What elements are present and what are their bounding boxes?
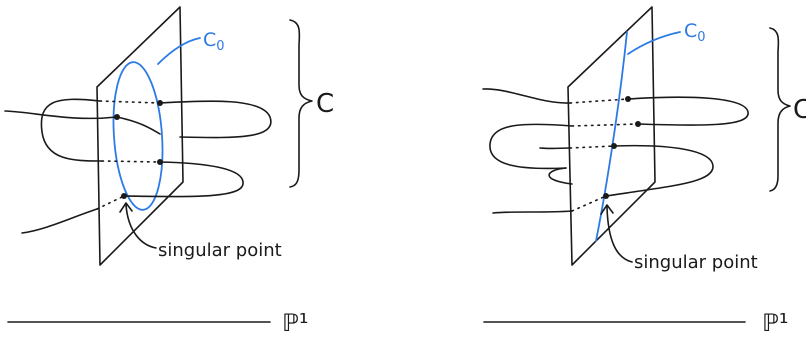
- right-strand-top-incoming: [482, 88, 571, 104]
- left-family-label: C: [316, 89, 334, 119]
- right-singular-point: [603, 193, 609, 199]
- left-c0-label: C0: [203, 29, 225, 54]
- left-point-upper-right: [157, 100, 163, 106]
- left-c0-leader: [157, 37, 201, 65]
- left-singular-arrowhead: [119, 202, 133, 213]
- left-fiber-curve-c0: [112, 61, 164, 211]
- left-fiber-plane: [96, 6, 184, 266]
- right-fiber-plane: [567, 6, 656, 266]
- right-dotted-strand-4: [571, 195, 607, 212]
- right-family-label: C: [793, 95, 806, 125]
- right-c0-label-sub: 0: [697, 30, 705, 45]
- left-point-upper-left: [114, 114, 120, 120]
- right-c0-label-main: C: [684, 20, 697, 42]
- right-strand-left-loop: [489, 123, 573, 170]
- left-singular-arrow: [125, 204, 157, 249]
- right-fiber-curve-c0: [595, 31, 628, 242]
- right-point-1: [625, 96, 631, 102]
- left-singular-point: [121, 193, 127, 199]
- right-singular-arrow: [606, 206, 633, 263]
- left-c0-label-sub: 0: [216, 39, 224, 54]
- right-strand-bottom-connector: [548, 167, 573, 185]
- left-point-lower-right: [157, 159, 163, 165]
- right-strand-right-loop-lower: [605, 144, 714, 197]
- left-strand-top-incoming: [4, 110, 118, 120]
- left-strand-bottom-outgoing: [21, 208, 98, 234]
- right-singular-label: singular point: [634, 252, 758, 273]
- left-dotted-strand-3: [96, 195, 125, 210]
- right-point-2: [635, 121, 641, 127]
- right-base-label: ℙ¹: [762, 309, 788, 337]
- right-dotted-strand-2: [571, 123, 639, 127]
- left-singular-label: singular point: [158, 240, 282, 261]
- left-base-label: ℙ¹: [282, 309, 308, 337]
- right-strand-bottom-outgoing: [492, 210, 573, 214]
- right-strand-right-loop-upper: [627, 96, 749, 126]
- right-family-brace: [769, 27, 791, 192]
- right-dotted-strand-3: [569, 145, 615, 149]
- right-c0-label: C0: [684, 20, 706, 45]
- right-c0-leader: [627, 31, 681, 55]
- left-c0-label-main: C: [203, 29, 216, 51]
- left-dotted-strand-2: [101, 160, 161, 163]
- left-strand-middle: [116, 116, 161, 135]
- left-dotted-strand-1: [99, 100, 161, 104]
- left-strand-left-loop: [40, 98, 103, 162]
- right-point-3: [611, 143, 617, 149]
- right-panel: C0 singular point C ℙ¹: [482, 6, 806, 337]
- right-singular-arrowhead: [600, 204, 614, 215]
- left-family-brace: [289, 19, 313, 188]
- left-strand-right-loop-lower: [123, 161, 244, 198]
- left-panel: C0 singular point C ℙ¹: [4, 6, 334, 337]
- left-strand-right-loop-upper: [159, 100, 272, 139]
